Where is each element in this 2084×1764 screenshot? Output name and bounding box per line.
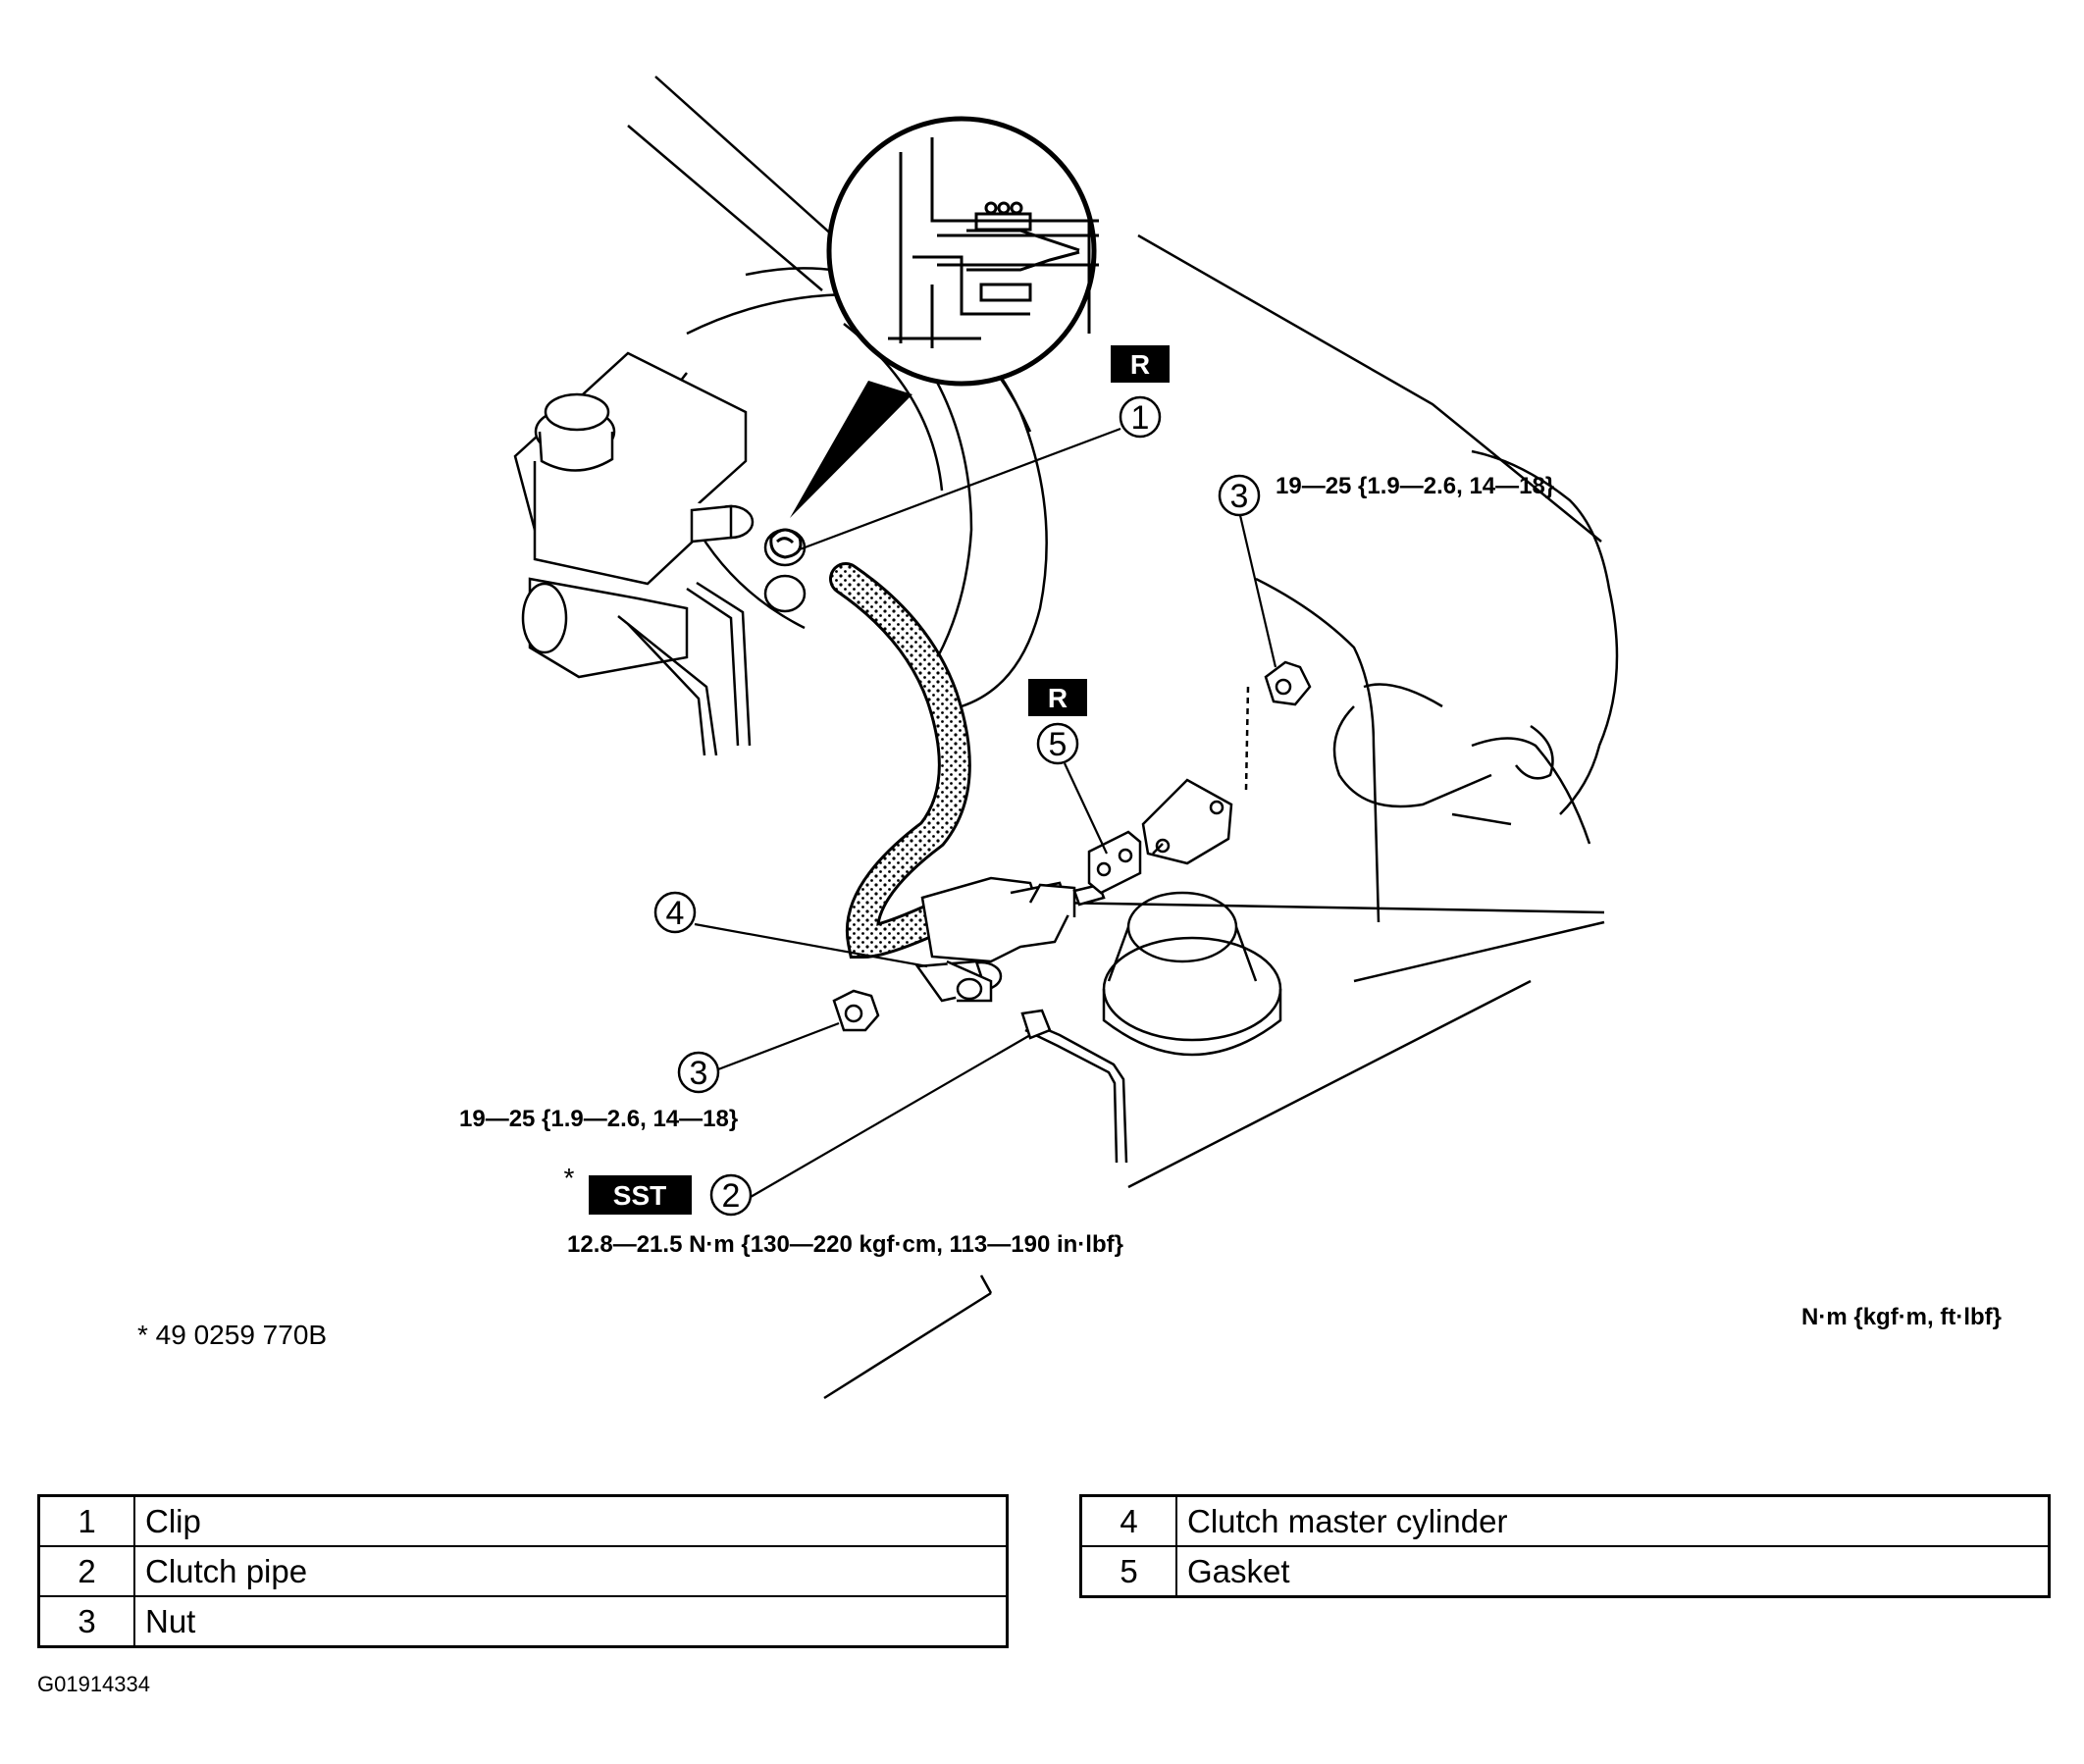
sst-number-note: * 49 0259 770B: [137, 1320, 327, 1350]
strut-mount: [1102, 891, 1282, 1057]
legend-number: 5: [1079, 1545, 1177, 1598]
svg-text:3: 3: [1230, 478, 1249, 515]
nut-lower: [832, 989, 880, 1032]
callout-3-lower: 3: [677, 1051, 720, 1094]
firewall-outline: [627, 76, 1619, 1400]
callout-2: 2: [709, 1173, 753, 1217]
gasket: [1087, 830, 1142, 895]
legend-table-left: 1 Clip 2 Clutch pipe 3 Nut: [37, 1494, 1009, 1648]
brake-master-cylinder: [513, 351, 807, 679]
legend-label: Clip: [133, 1494, 1009, 1547]
table-row: 2 Clutch pipe: [37, 1545, 1009, 1597]
svg-text:5: 5: [1049, 726, 1068, 763]
legend-number: 1: [37, 1494, 135, 1547]
nut-upper: [1264, 660, 1312, 706]
clutch-hose: [829, 562, 971, 960]
svg-text:1: 1: [1131, 399, 1150, 437]
reuse-badge-gasket: R: [1028, 679, 1087, 716]
legend-table-right: 4 Clutch master cylinder 5 Gasket: [1079, 1494, 2051, 1598]
svg-text:*: *: [564, 1163, 575, 1193]
svg-text:4: 4: [666, 895, 685, 932]
sst-badge: * SST: [564, 1163, 692, 1215]
svg-text:R: R: [1048, 683, 1068, 713]
figure-code: G01914334: [37, 1672, 150, 1696]
svg-text:2: 2: [722, 1177, 741, 1215]
clutch-master-cylinder: [914, 876, 1106, 1003]
svg-text:SST: SST: [613, 1180, 666, 1211]
torque-spec-clutch-pipe: 12.8—21.5 N·m {130—220 kgf·cm, 113—190 i…: [567, 1231, 1123, 1258]
reuse-badge-clip: R: [1111, 345, 1170, 383]
mounting-bracket: [1141, 686, 1250, 865]
table-row: 4 Clutch master cylinder: [1079, 1494, 2051, 1547]
leader-lines: [694, 427, 1277, 1198]
legend-label: Clutch master cylinder: [1175, 1494, 2051, 1547]
legend-number: 4: [1079, 1494, 1177, 1547]
legend-label: Nut: [133, 1595, 1009, 1648]
legend-number: 3: [37, 1595, 135, 1648]
callout-1: 1: [1119, 395, 1162, 439]
clutch-pipe: [1020, 1009, 1128, 1164]
callout-4: 4: [653, 891, 697, 934]
legend-label: Gasket: [1175, 1545, 2051, 1598]
table-row: 3 Nut: [37, 1595, 1009, 1648]
callout-3-upper: 3: [1218, 474, 1261, 517]
table-row: 5 Gasket: [1079, 1545, 2051, 1598]
table-row: 1 Clip: [37, 1494, 1009, 1547]
torque-spec-nut-upper: 19—25 {1.9—2.6, 14—18}: [1276, 473, 1554, 499]
brake-lines: [617, 581, 752, 756]
clip: [769, 528, 803, 559]
legend-number: 2: [37, 1545, 135, 1597]
legend-label: Clutch pipe: [133, 1545, 1009, 1597]
svg-text:R: R: [1130, 349, 1150, 380]
torque-spec-nut-lower: 19—25 {1.9—2.6, 14—18}: [459, 1106, 738, 1132]
callout-5: 5: [1036, 722, 1079, 765]
svg-text:3: 3: [690, 1055, 708, 1092]
engine-component: [1332, 683, 1591, 845]
units-note: N·m {kgf·m, ft·lbf}: [1801, 1304, 2002, 1330]
detail-magnifier: [790, 116, 1099, 518]
